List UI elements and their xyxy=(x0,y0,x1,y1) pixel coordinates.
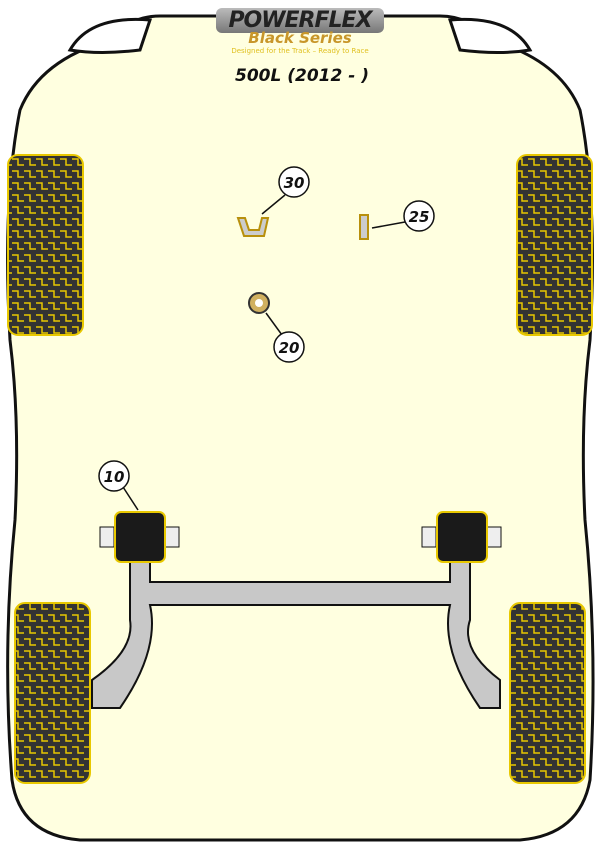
left-mirror xyxy=(67,17,153,54)
tyre-rear-right xyxy=(509,602,586,784)
tyre-rear-left xyxy=(14,602,91,784)
page-title: 500L (2012 - ) xyxy=(235,66,369,86)
logo-brand: POWERFLEX xyxy=(216,8,384,33)
bush-30 xyxy=(236,217,270,237)
rear-beam xyxy=(91,554,501,709)
bush-10-right xyxy=(421,511,502,563)
callout-20: 20 xyxy=(279,339,300,357)
right-mirror xyxy=(447,17,533,54)
logo-series: Black Series xyxy=(248,29,352,47)
callout-10: 10 xyxy=(104,468,125,486)
bush-25 xyxy=(359,214,369,240)
logo-tagline: Designed for the Track – Ready to Race xyxy=(231,47,369,55)
callout-25: 25 xyxy=(409,208,430,226)
car-body-outline xyxy=(6,14,595,842)
tyre-front-right xyxy=(516,154,593,336)
powerflex-logo: POWERFLEX Black Series Designed for the … xyxy=(216,8,384,55)
tyre-front-left xyxy=(7,154,84,336)
callout-30: 30 xyxy=(284,174,305,192)
bush-10-left xyxy=(99,511,180,563)
